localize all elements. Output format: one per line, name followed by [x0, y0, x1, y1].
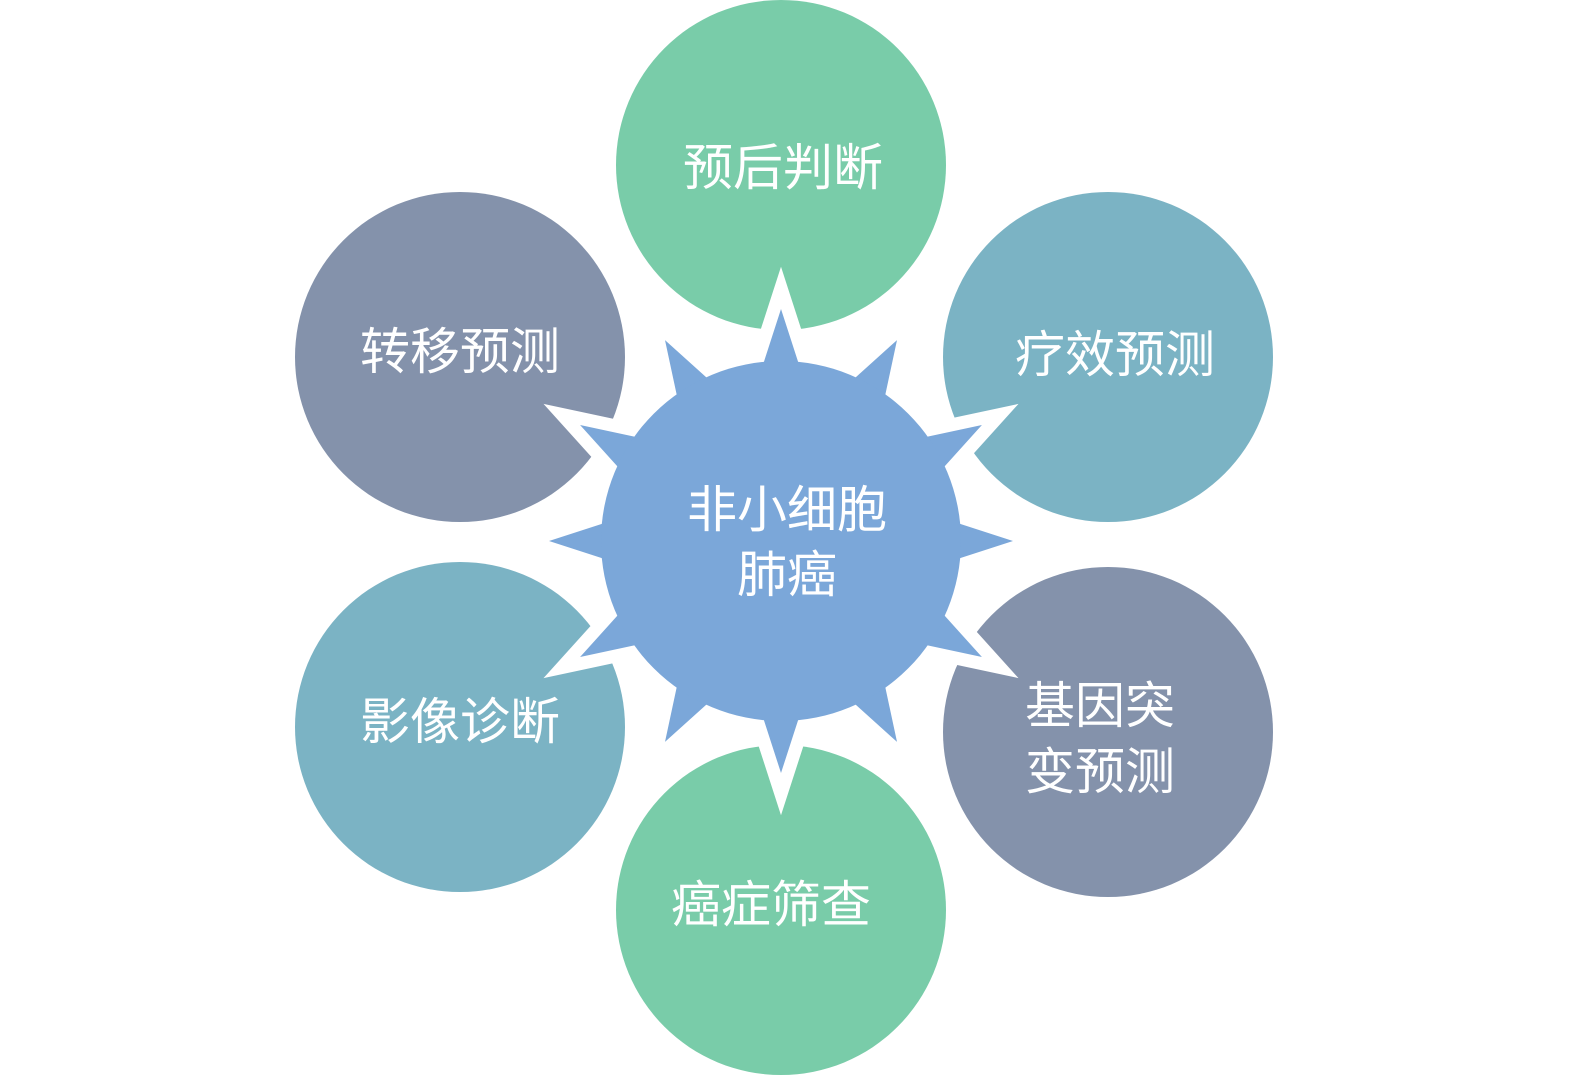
node-circle-lower-right [943, 567, 1273, 897]
node-label-lower-right-line-2: 变预测 [1025, 743, 1175, 801]
node-label-lower-left-line-1: 影像诊断 [360, 693, 560, 751]
center-label-line-1: 非小细胞 [687, 481, 887, 539]
node-label-upper-right-line-1: 疗效预测 [1015, 326, 1215, 384]
outer-node-circles [295, 0, 1273, 1075]
node-label-bottom-line-1: 癌症筛查 [671, 876, 871, 934]
node-circle-upper-right [943, 192, 1273, 522]
node-label-top-line-1: 预后判断 [683, 139, 883, 197]
node-circle-bottom [616, 745, 946, 1075]
node-circle-lower-left [295, 562, 625, 892]
center-label-line-2: 肺癌 [737, 546, 837, 604]
center-circle [601, 361, 961, 721]
center-node [506, 266, 1056, 816]
node-label-lower-right-line-1: 基因突 [1025, 677, 1175, 735]
node-circle-upper-left [295, 192, 625, 522]
node-label-upper-left-line-1: 转移预测 [360, 323, 560, 381]
node-circle-top [616, 0, 946, 330]
